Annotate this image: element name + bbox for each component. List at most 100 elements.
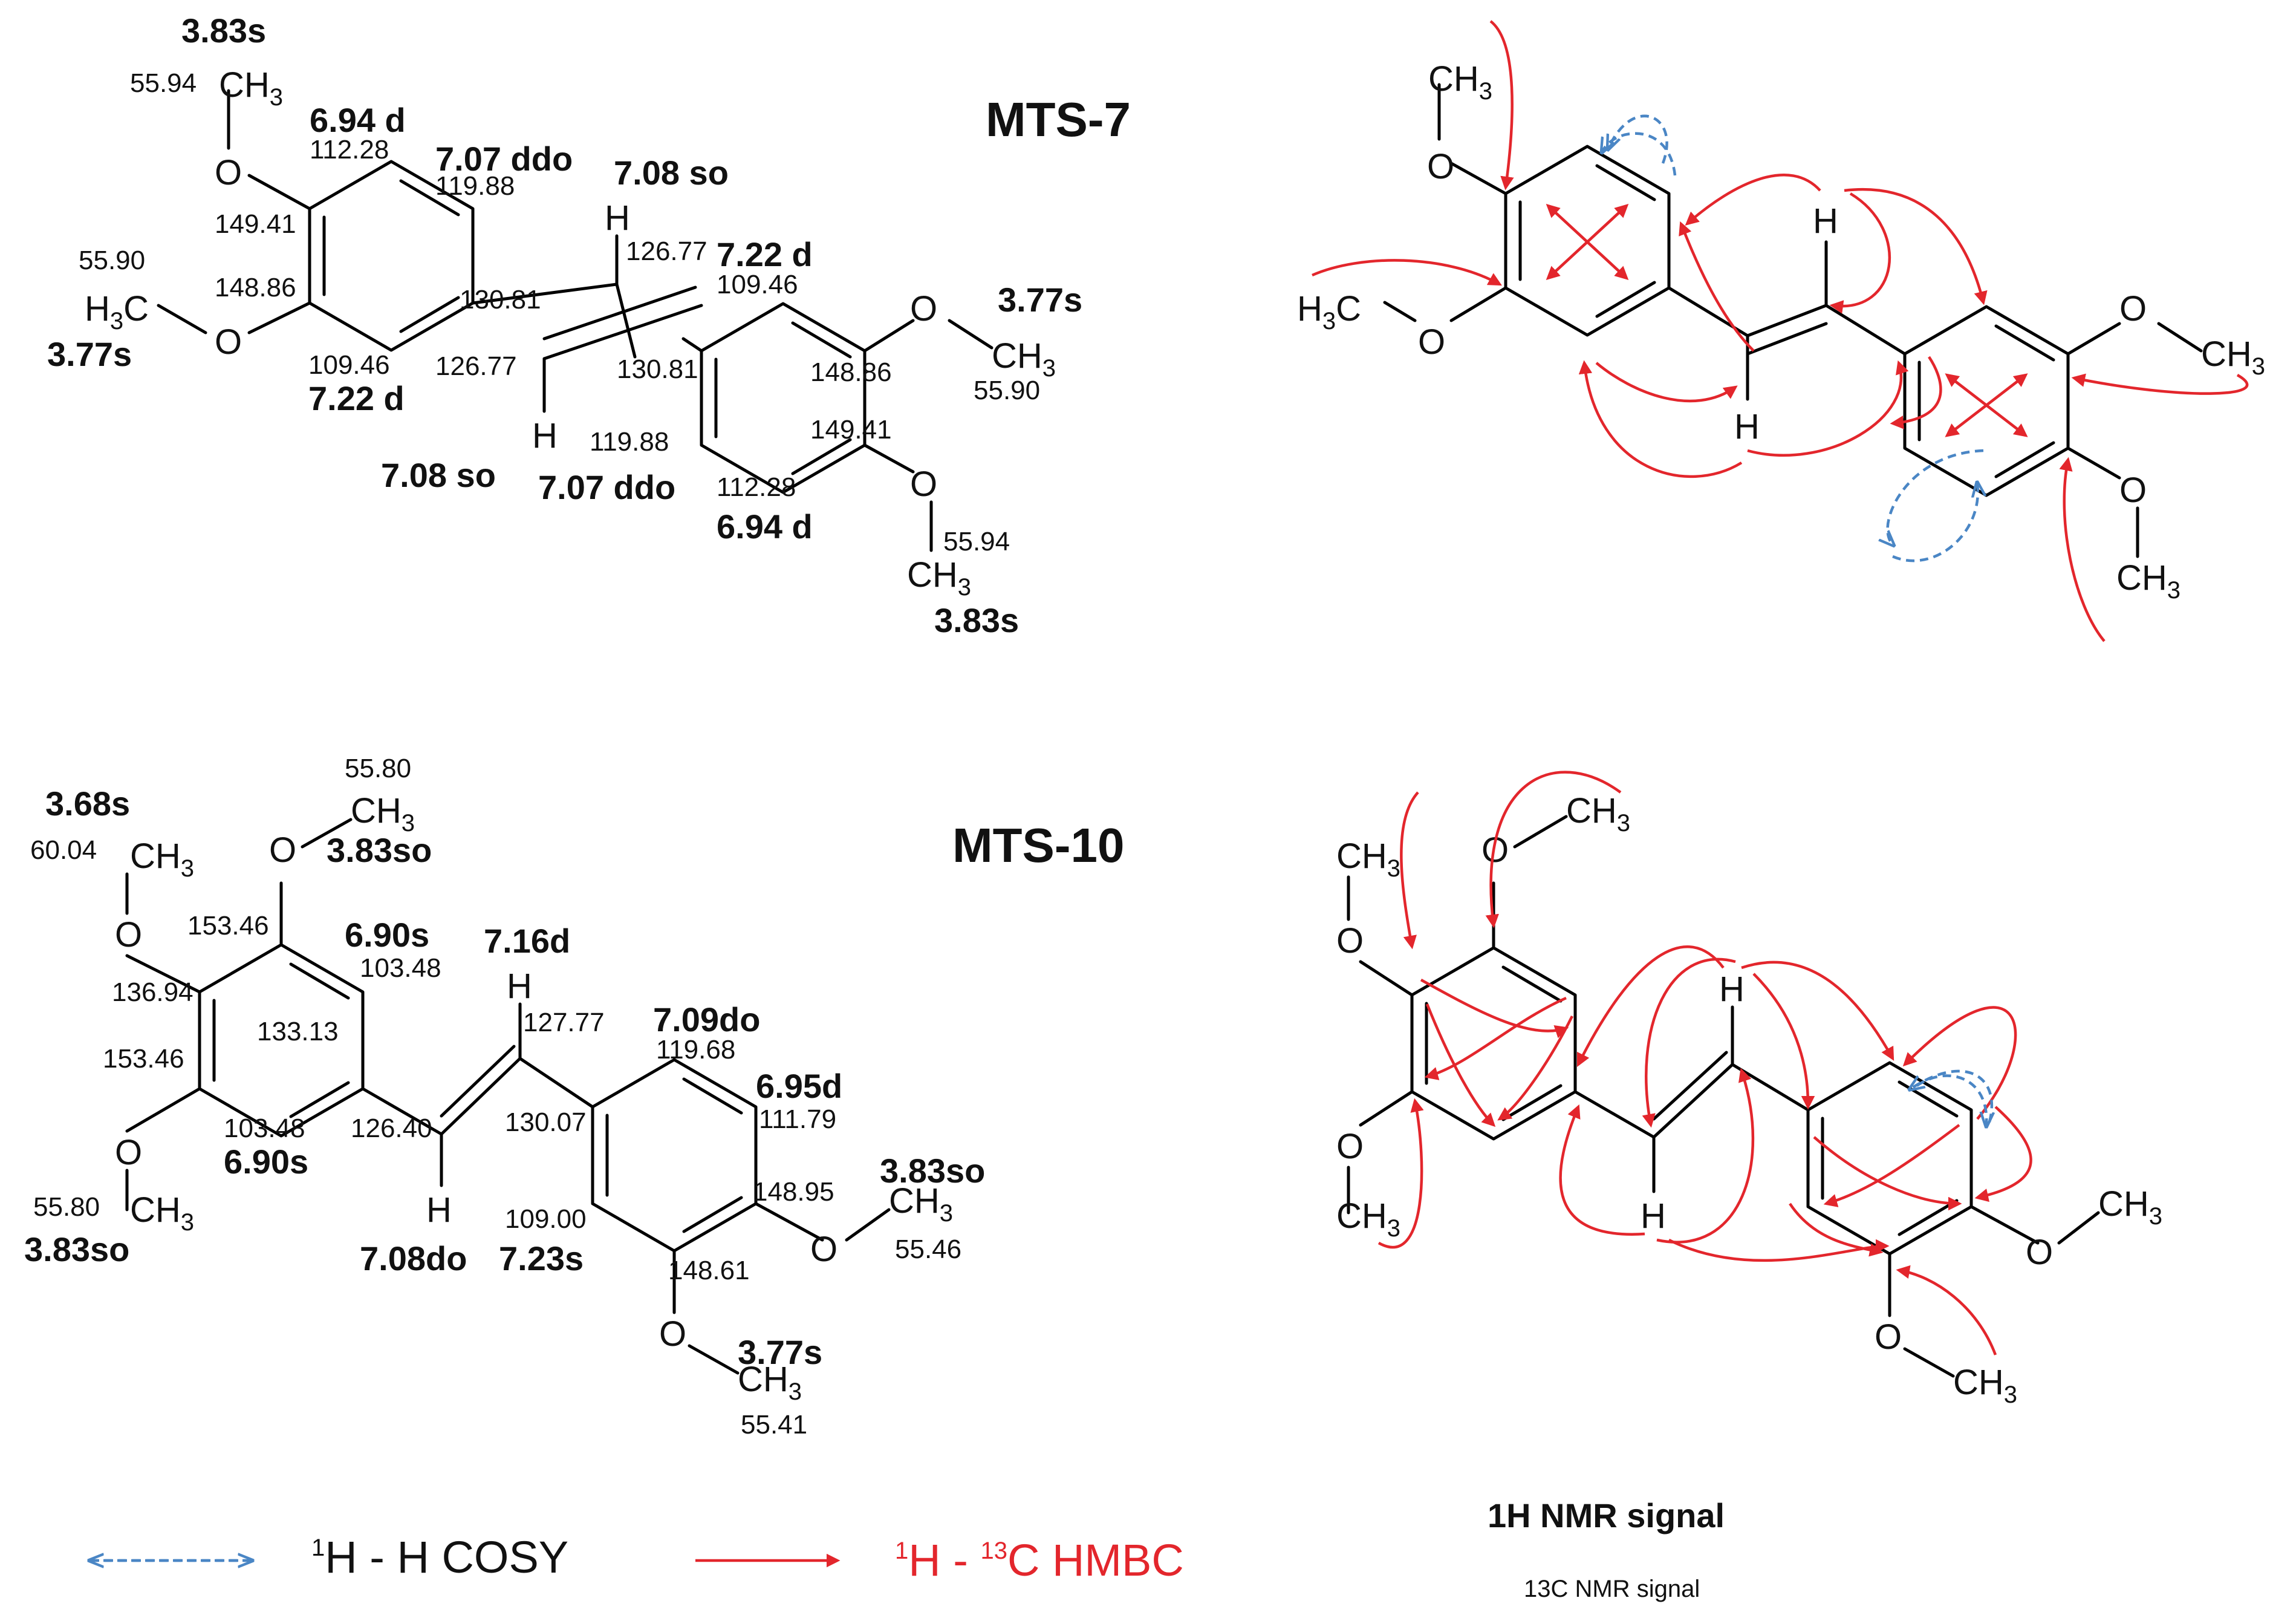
- mts10-diagram-o: O: [1875, 1317, 1902, 1357]
- mts7-label: 126.77: [435, 351, 517, 381]
- mts7-cosy-arrows: [1602, 114, 1983, 563]
- mts10-diagram-ch3: CH3: [1336, 837, 1400, 882]
- mts10-label: 55.41: [741, 1410, 807, 1440]
- mts10-h-vinyl2: H: [426, 1190, 452, 1230]
- mts7-label: 7.07 ddo: [538, 468, 675, 506]
- legend: 1H - H COSY 1H - 13C HMBC 1H NMR signal …: [91, 1496, 1725, 1602]
- mts10-diagram-ch3: CH3: [1566, 791, 1630, 837]
- mts7-label: 109.46: [717, 270, 798, 299]
- mts7-diagram-h: H: [1813, 201, 1838, 241]
- mts10-o-bot: O: [659, 1314, 686, 1354]
- mts10-label: 7.23s: [499, 1239, 584, 1277]
- mts10-diagram-h: H: [1719, 970, 1745, 1009]
- mts10-label: 109.00: [505, 1204, 587, 1234]
- hmbc-legend-label: 1H - 13C HMBC: [895, 1535, 1184, 1585]
- mts10-label: 7.16d: [484, 922, 570, 960]
- mts7-label: 130.81: [617, 354, 698, 384]
- mts7-label: 149.41: [215, 209, 296, 239]
- mts7-label: 112.28: [310, 135, 389, 165]
- mts7-o-b2: O: [910, 465, 937, 504]
- mts10-o-left: O: [115, 915, 142, 954]
- mts7-o-a2: O: [215, 322, 242, 362]
- mts7-label: 148.86: [810, 357, 892, 387]
- mts7-diagram-ch3: H3C: [1297, 289, 1361, 334]
- mts10-label: 103.48: [224, 1114, 305, 1143]
- mts10-label: 3.77s: [738, 1333, 822, 1371]
- mts7-diagram-ch3: CH3: [1428, 59, 1492, 105]
- mts7-label: 7.08 so: [614, 154, 729, 192]
- mts10-o-top: O: [269, 830, 296, 870]
- mts10-label: 126.40: [351, 1114, 432, 1143]
- mts10-correlation-diagram: O CH3 O CH3 O CH3 H H O CH3 O CH3: [1336, 771, 2162, 1408]
- mts7-label: 130.81: [460, 285, 541, 315]
- mts7-ring-a: [157, 89, 703, 413]
- mts10-structure: MTS-10: [24, 754, 1125, 1440]
- mts7-hmbc-arrows: [1312, 20, 2249, 642]
- mts10-label: 7.09do: [653, 1000, 760, 1039]
- mts7-label: 149.41: [810, 415, 892, 445]
- mts7-label: 7.22 d: [717, 235, 813, 273]
- mts10-label: 60.04: [30, 835, 97, 865]
- mts7-label: 6.94 d: [310, 101, 406, 139]
- mts10-hmbc-arrows: [1377, 771, 2032, 1355]
- mts10-label: 6.95d: [756, 1067, 842, 1105]
- mts10-label: 6.90s: [345, 916, 429, 954]
- mts7-label: 55.90: [79, 246, 145, 275]
- mts10-label: 55.46: [895, 1235, 961, 1264]
- mts7-label: 112.28: [717, 472, 796, 502]
- mts10-diagram-o: O: [1336, 921, 1364, 961]
- mts7-ch3-a2: H3C: [85, 289, 149, 334]
- mts7-diagram-h: H: [1734, 407, 1760, 446]
- mts10-label: 133.13: [257, 1017, 339, 1046]
- mts10-label: 6.90s: [224, 1143, 308, 1181]
- mts7-diagram-o: O: [1427, 147, 1454, 186]
- mts10-label: 153.46: [103, 1044, 184, 1074]
- mts7-label: 55.90: [974, 376, 1040, 405]
- mts7-label: 148.86: [215, 273, 296, 302]
- mts10-label: 103.48: [360, 953, 441, 983]
- mts10-diagram-ch3: CH3: [1336, 1196, 1400, 1242]
- mts10-label: 119.68: [656, 1035, 735, 1065]
- mts10-title: MTS-10: [952, 818, 1125, 872]
- mts7-diagram-o: O: [2119, 289, 2147, 328]
- c-signal-legend: 13C NMR signal: [1524, 1576, 1700, 1602]
- mts10-label: 7.08do: [360, 1239, 467, 1277]
- mts7-diagram-o: O: [1418, 322, 1445, 362]
- mts10-diagram-ch3: CH3: [1953, 1363, 2017, 1408]
- mts7-structure: MTS-7: [47, 11, 1131, 639]
- mts10-ring-a: [125, 818, 594, 1212]
- mts7-h-vinyl1: H: [605, 198, 630, 238]
- mts10-label: 3.68s: [45, 784, 130, 823]
- mts10-ch3-low: CH3: [130, 1190, 194, 1236]
- mts7-ring-b: [681, 302, 994, 552]
- mts7-h-vinyl2: H: [532, 416, 558, 455]
- cosy-legend-label: 1H - H COSY: [311, 1532, 568, 1582]
- mts7-label: 119.88: [590, 427, 669, 457]
- mts10-ch3-top: CH3: [351, 791, 415, 837]
- mts10-diagram-ch3: CH3: [2098, 1184, 2162, 1230]
- mts7-correlation-diagram: O CH3 O H3C H H O CH3 O CH3: [1297, 20, 2265, 642]
- mts10-label: 55.80: [33, 1192, 100, 1222]
- mts10-o-low: O: [115, 1133, 142, 1172]
- mts7-diagram-o: O: [2119, 471, 2147, 510]
- h-signal-legend: 1H NMR signal: [1488, 1496, 1725, 1535]
- mts7-label: 55.94: [943, 527, 1010, 556]
- mts7-label: 7.07 ddo: [435, 140, 573, 178]
- mts10-label: 127.77: [523, 1008, 605, 1037]
- mts10-o-r: O: [810, 1230, 837, 1269]
- mts10-diagram-h: H: [1641, 1196, 1666, 1236]
- mts7-ch3-a1: CH3: [219, 65, 283, 111]
- mts10-label: 3.83so: [880, 1152, 985, 1190]
- mts10-cosy-arrows: [1911, 1069, 1992, 1125]
- mts7-label: 55.94: [130, 68, 197, 98]
- mts7-o-b1: O: [910, 289, 937, 328]
- mts10-label: 148.95: [753, 1177, 834, 1207]
- mts10-ch3-left: CH3: [130, 837, 194, 882]
- mts7-label: 3.83s: [181, 11, 266, 50]
- mts7-label: 3.77s: [47, 335, 132, 373]
- mts7-title: MTS-7: [986, 93, 1131, 146]
- mts10-label: 3.83so: [24, 1230, 129, 1268]
- mts10-diagram-o: O: [1336, 1127, 1364, 1166]
- mts10-label: 55.80: [345, 754, 411, 783]
